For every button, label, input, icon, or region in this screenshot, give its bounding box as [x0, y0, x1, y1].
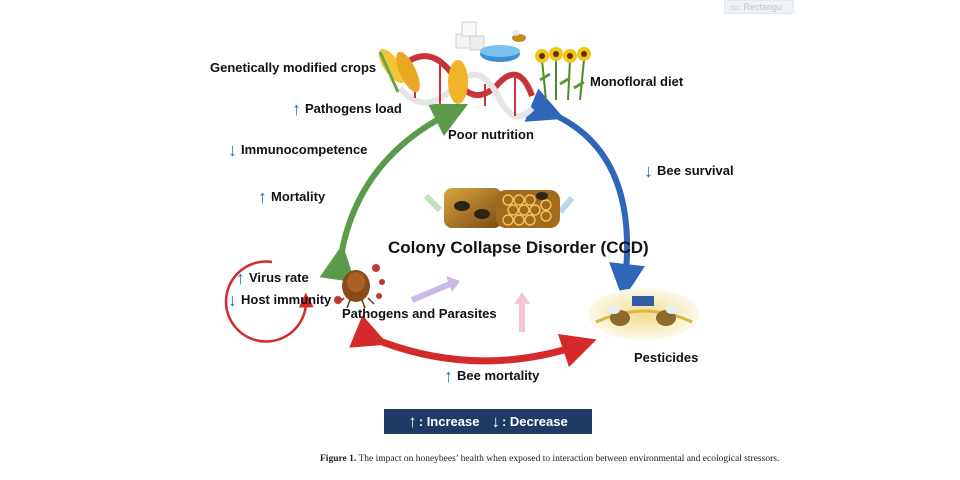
decrease-arrow-icon: ↓ — [644, 160, 653, 181]
mortality-text: Mortality — [271, 189, 326, 204]
gm-crops-label: Genetically modified crops — [210, 60, 377, 75]
increase-arrow-icon: ↑ — [444, 365, 453, 386]
legend-increase-text: : Increase — [418, 414, 480, 429]
rectangle-icon: ▭ — [731, 1, 740, 12]
virus-cycle-arrow — [224, 260, 314, 343]
virus-rate-text: Virus rate — [249, 270, 309, 285]
bee-mortality-indicator: ↑ Bee mortality — [444, 365, 540, 386]
varroa-mite-image — [334, 264, 385, 309]
rectangle-tool-label: Rectangu — [743, 2, 783, 12]
sunflowers-image — [535, 47, 591, 101]
water-dish-image — [480, 30, 526, 62]
host-immunity-text: Host immunity — [241, 292, 332, 307]
increase-arrow-icon: ↑ — [292, 98, 301, 119]
rectangle-tool-button[interactable]: ▭ Rectangu — [724, 0, 794, 14]
pathogens-parasites-label: Pathogens and Parasites — [342, 306, 497, 321]
pathogens-pesticides-arrow — [349, 315, 597, 368]
figure-label: Figure 1. — [320, 454, 357, 464]
bee-mortality-text: Bee mortality — [457, 368, 540, 383]
legend-decrease: ↓ : Decrease — [491, 412, 567, 432]
immunocompetence-indicator: ↓ Immunocompetence — [228, 139, 368, 160]
host-immunity-indicator: ↓ Host immunity — [228, 289, 332, 310]
sugar-cubes-image — [455, 21, 485, 51]
pesticide-field-image — [588, 288, 700, 340]
honeycomb-bees-image — [444, 188, 560, 228]
faint-arrow-to-ccd-1 — [410, 281, 452, 303]
faint-arrowhead-1 — [446, 276, 460, 292]
pathogens-load-indicator: ↑ Pathogens load — [292, 98, 402, 119]
dna-helix-image — [397, 53, 535, 120]
bee-survival-text: Bee survival — [657, 163, 734, 178]
virus-rate-indicator: ↑ Virus rate — [236, 267, 309, 288]
mortality-indicator: ↑ Mortality — [258, 186, 326, 207]
immunocompetence-text: Immunocompetence — [241, 142, 368, 157]
legend-increase: ↑ : Increase — [408, 412, 479, 432]
increase-arrow-icon: ↑ — [408, 411, 417, 431]
decrease-arrow-icon: ↓ — [491, 411, 500, 431]
decrease-arrow-icon: ↓ — [228, 289, 237, 310]
decrease-arrow-icon: ↓ — [228, 139, 237, 160]
figure-caption-text: The impact on honeybees’ health when exp… — [358, 454, 780, 464]
bee-survival-indicator: ↓ Bee survival — [644, 160, 734, 181]
arrow-legend: ↑ : Increase ↓ : Decrease — [384, 409, 592, 434]
ccd-label: Colony Collapse Disorder (CCD) — [388, 238, 649, 257]
faint-arrowhead-2 — [514, 292, 530, 304]
poor-nutrition-label: Poor nutrition — [448, 127, 534, 142]
faint-arrow-to-ccd-3 — [423, 193, 443, 213]
faint-arrow-to-ccd-4 — [557, 196, 575, 214]
legend-decrease-text: : Decrease — [501, 414, 568, 429]
pathogens-load-text: Pathogens load — [305, 101, 402, 116]
figure-caption: Figure 1. The impact on honeybees’ healt… — [320, 453, 780, 466]
pesticides-label: Pesticides — [634, 350, 699, 365]
nutrition-pathogens-arrow — [319, 103, 469, 283]
monofloral-diet-label: Monofloral diet — [590, 74, 684, 89]
increase-arrow-icon: ↑ — [258, 186, 267, 207]
corn-image — [378, 48, 468, 104]
nutrition-pesticides-arrow — [524, 88, 645, 300]
increase-arrow-icon: ↑ — [236, 267, 245, 288]
